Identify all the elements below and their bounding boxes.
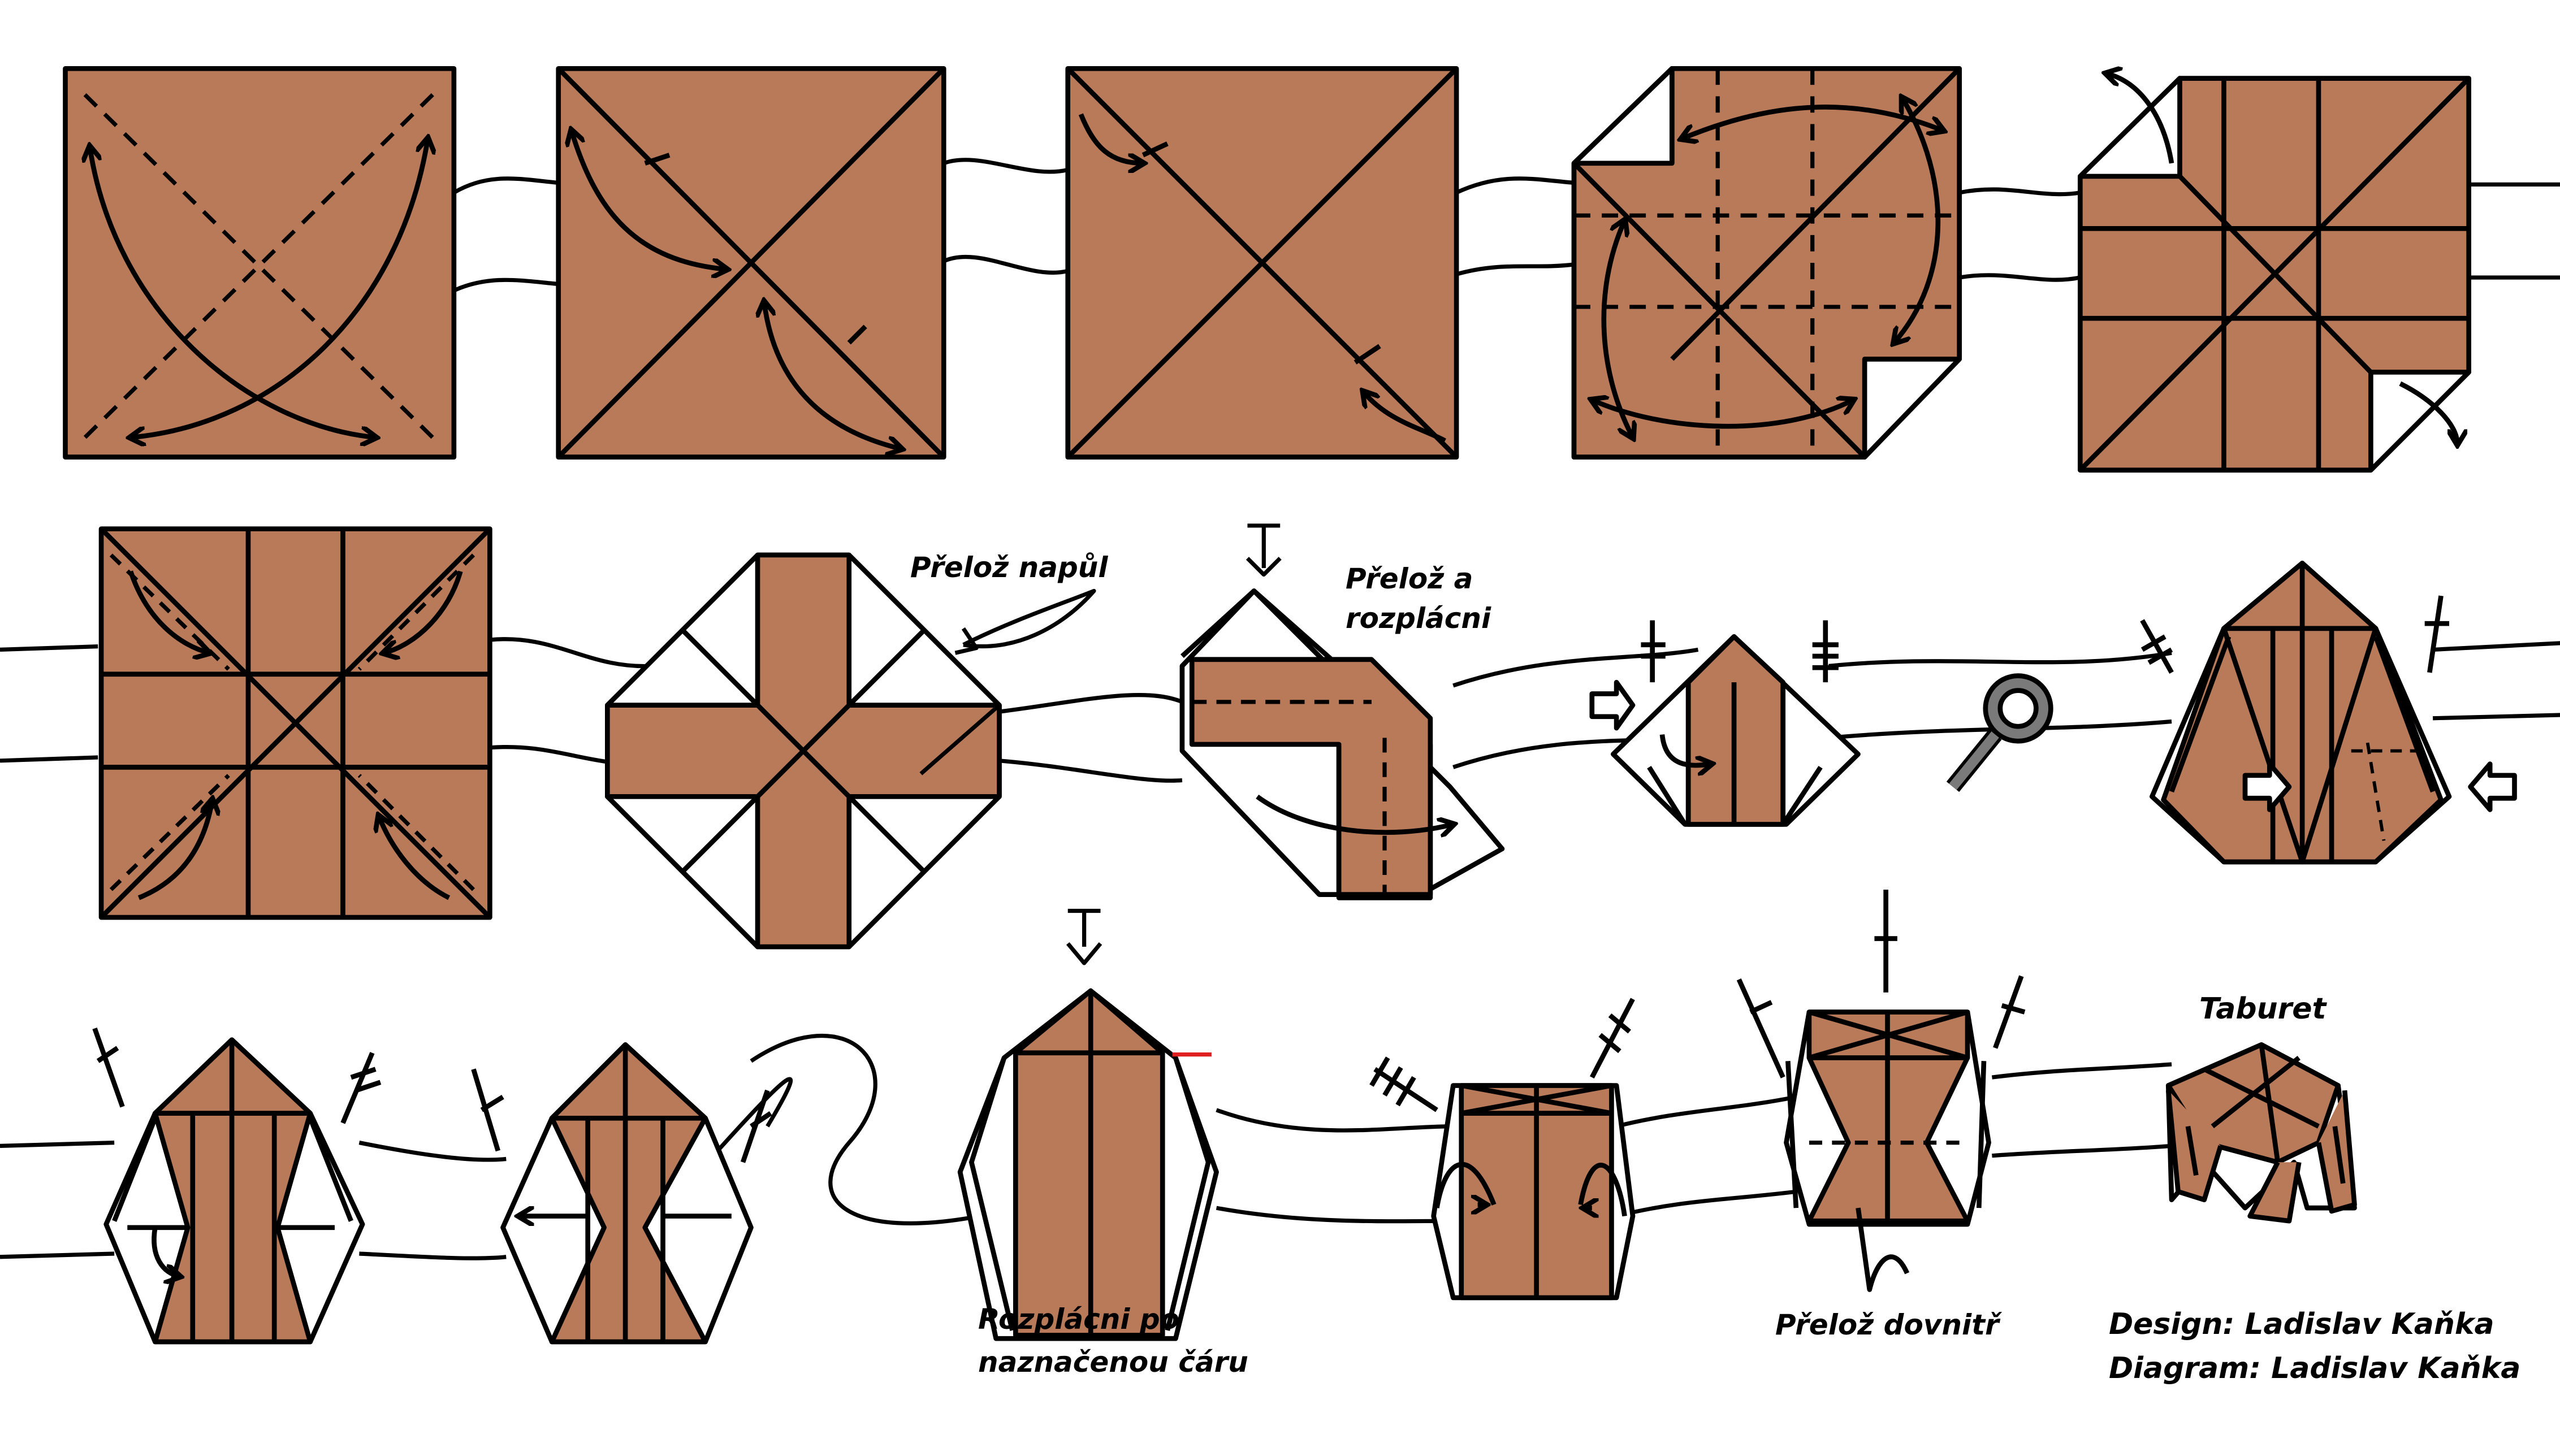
step-16-taburet bbox=[2165, 1042, 2357, 1224]
step-14 bbox=[1369, 998, 1636, 1301]
fold-squash-label-1: Přelož a bbox=[1346, 562, 1473, 595]
diagram-credit: Diagram: Ladislav Kaňka bbox=[2109, 1351, 2521, 1385]
step-15 bbox=[1736, 889, 2026, 1292]
step-8-squash bbox=[1179, 523, 1505, 900]
step-11 bbox=[92, 1027, 382, 1345]
step-9-preliminary bbox=[1589, 620, 1861, 827]
fold-inside-label: Přelož dovnitř bbox=[1775, 1308, 1999, 1341]
fold-half-label: Přelož napůl bbox=[910, 551, 1108, 584]
result-name-label: Taburet bbox=[2199, 992, 2327, 1026]
step-4-book-folds bbox=[1571, 66, 1962, 460]
step-3-corner-folds bbox=[1065, 66, 1459, 460]
step-13 bbox=[957, 908, 1219, 1341]
design-credit: Design: Ladislav Kaňka bbox=[2109, 1307, 2494, 1341]
squash-line-label-2: naznačenou čáru bbox=[978, 1346, 1248, 1379]
step-12 bbox=[471, 1042, 772, 1345]
magnifier-icon bbox=[1946, 673, 2053, 792]
step-6-corner-folds bbox=[98, 526, 492, 920]
squash-line-label-1: Rozplácni po bbox=[978, 1303, 1180, 1336]
step-2-diagonals bbox=[556, 66, 946, 460]
step-1-precrease bbox=[63, 66, 457, 460]
step-10-bird-base bbox=[2140, 561, 2517, 865]
step-5-corners bbox=[2077, 73, 2471, 473]
fold-squash-label-2: rozplácni bbox=[1346, 602, 1491, 635]
step-7-octagon bbox=[605, 552, 1096, 950]
